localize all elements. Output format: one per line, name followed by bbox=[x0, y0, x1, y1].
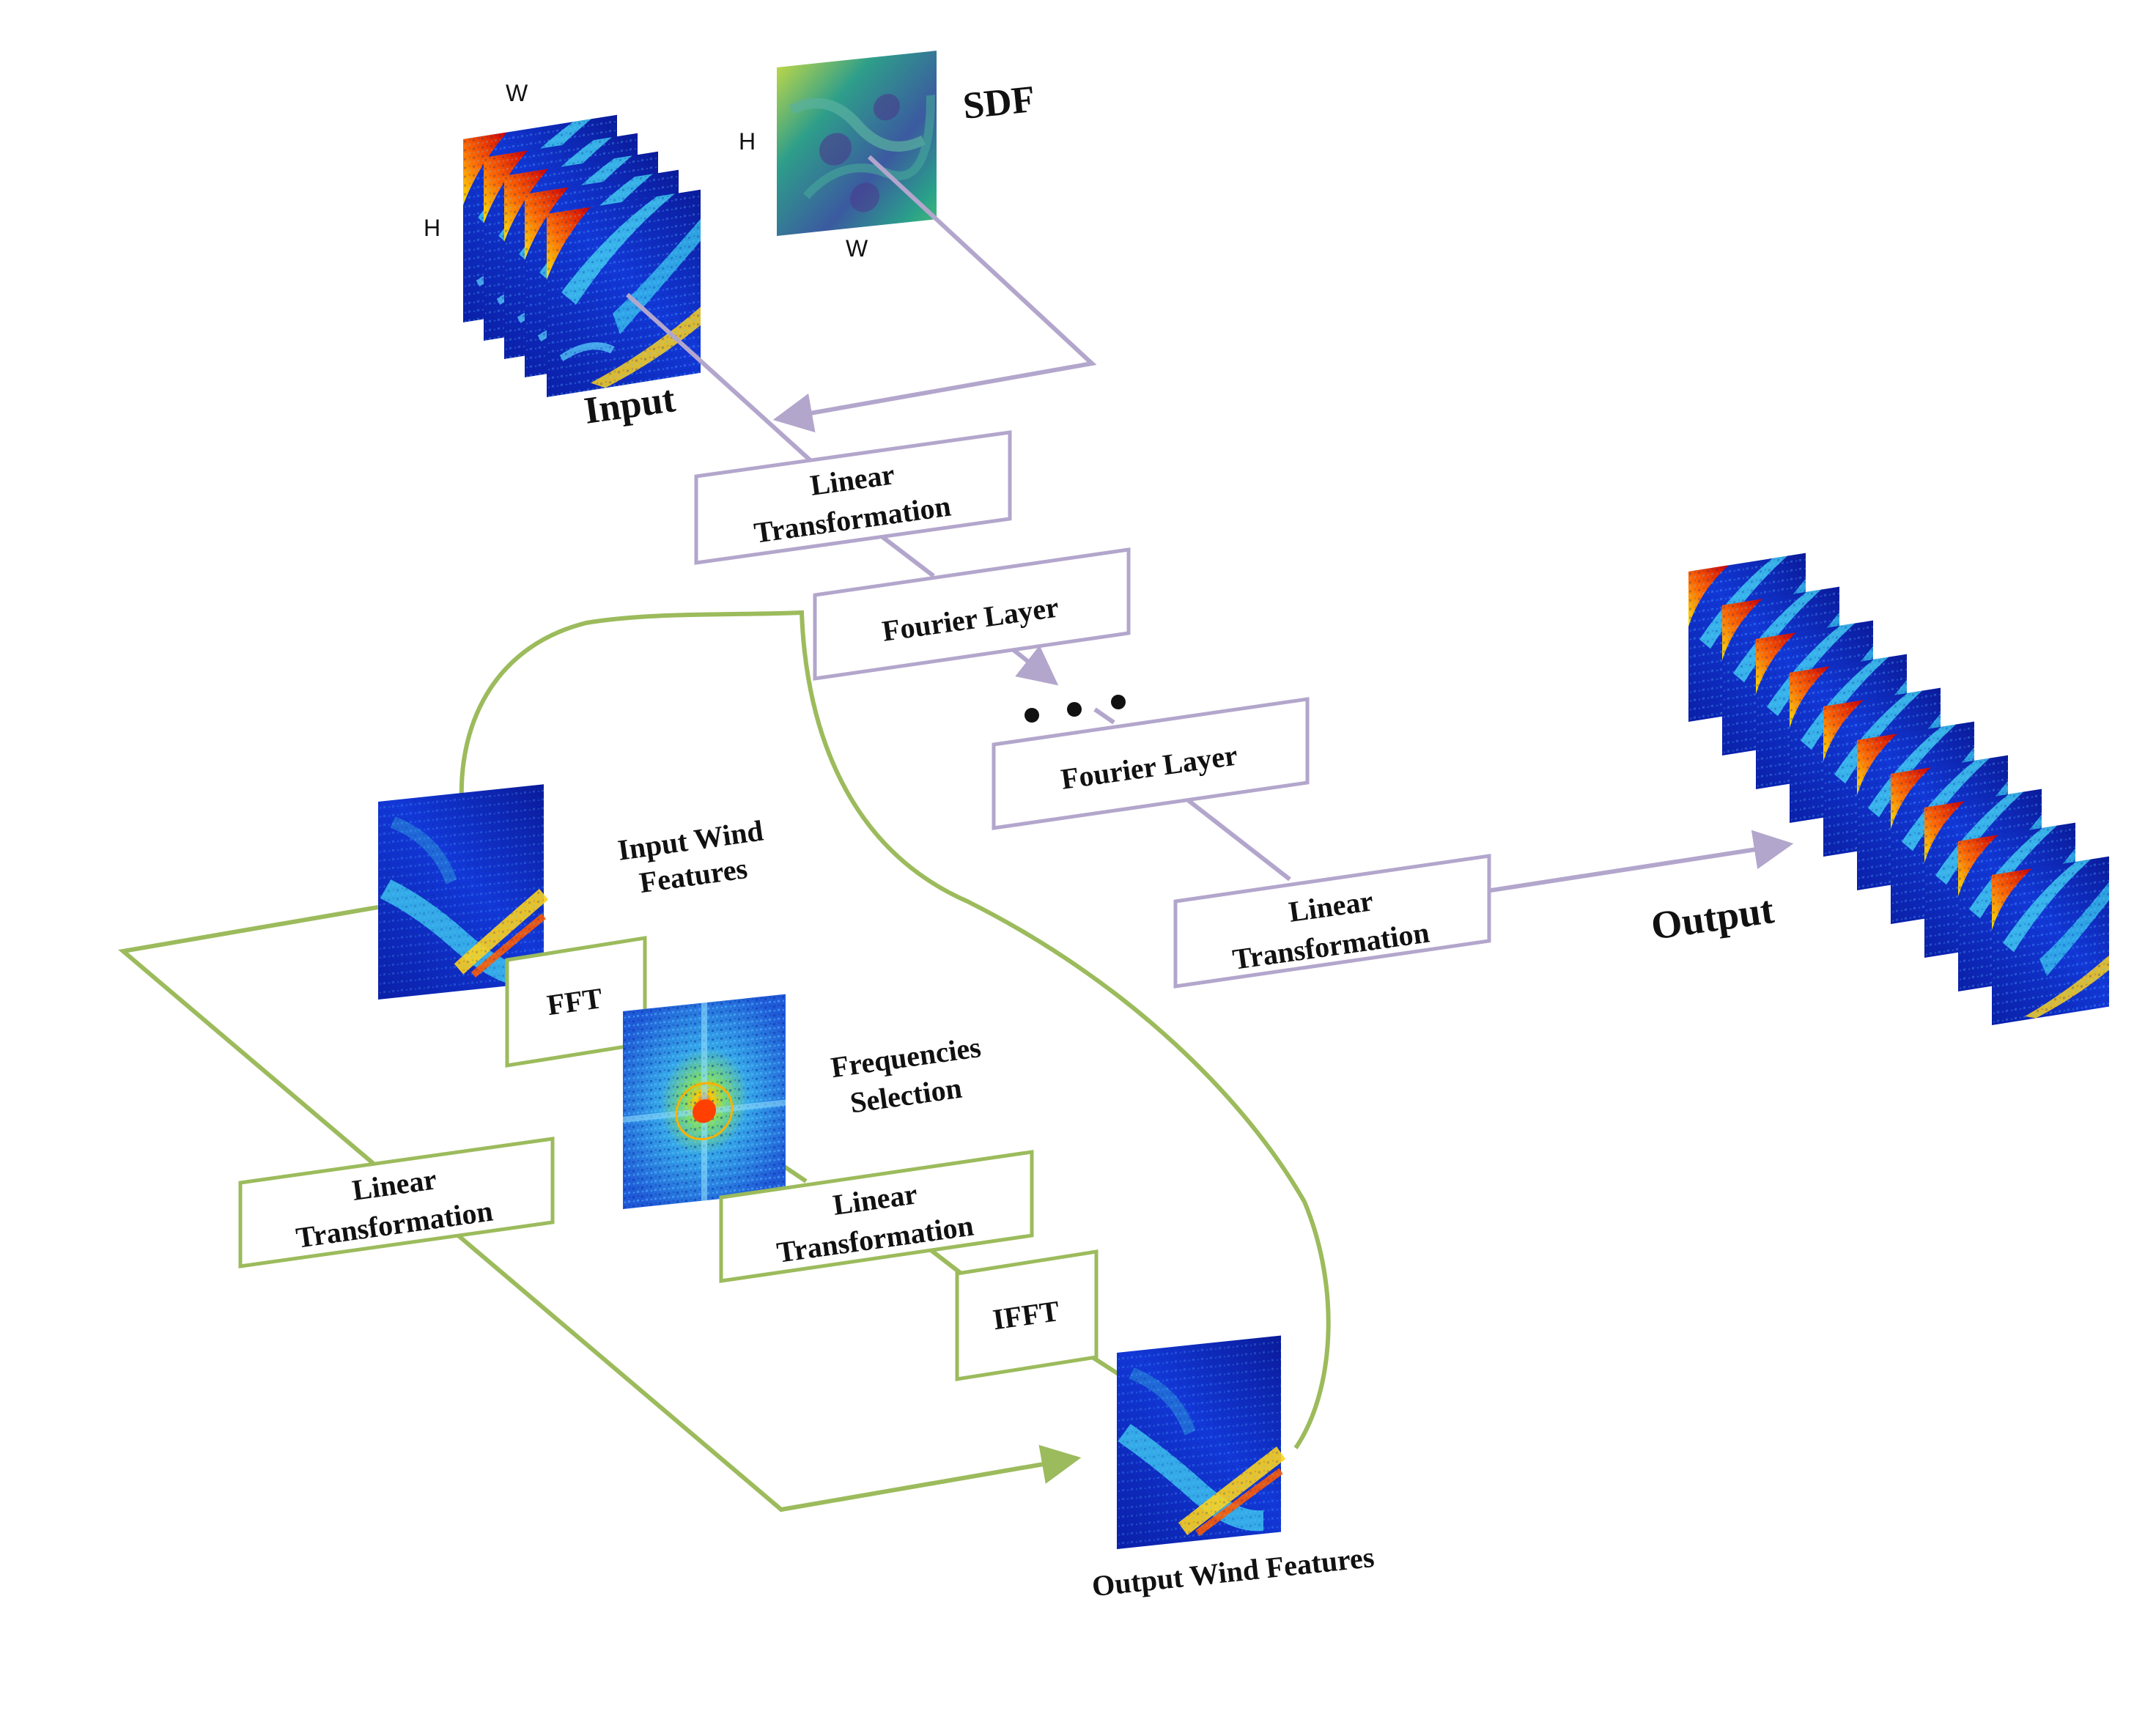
sdf-height-label: H bbox=[739, 128, 756, 155]
linear-transformation-box-1: Linear Transformation bbox=[694, 430, 1012, 565]
linear-transformation-box-3: Linear Transformation bbox=[238, 1137, 555, 1268]
output-label: Output bbox=[1648, 887, 1776, 948]
frequency-spectrum-image bbox=[623, 994, 786, 1209]
input-height-label: H bbox=[424, 215, 440, 241]
linear-transformation-box-2: Linear Transformation bbox=[1173, 854, 1491, 989]
sdf-label: SDF bbox=[961, 78, 1037, 128]
input-width-label: W bbox=[506, 80, 528, 106]
svg-text:FFT: FFT bbox=[545, 981, 605, 1022]
fourier-layer-box-1: Fourier Layer bbox=[813, 547, 1131, 681]
fourier-layer-box-2: Fourier Layer bbox=[992, 697, 1310, 830]
fourier-detail-outline bbox=[459, 610, 1331, 1449]
ifft-box: IFFT bbox=[955, 1249, 1099, 1381]
input-image-stack bbox=[463, 115, 701, 397]
ellipsis-dots bbox=[1025, 695, 1126, 723]
output-wind-features-image bbox=[1117, 1335, 1286, 1549]
sdf-image bbox=[777, 51, 937, 236]
linear-transformation-box-4: Linear Transformation bbox=[719, 1150, 1034, 1283]
input-wind-features-image bbox=[378, 784, 549, 1000]
output-image-stack bbox=[1688, 553, 2109, 1025]
output-wind-features-label: Output Wind Features bbox=[1090, 1540, 1376, 1603]
sdf-width-label: W bbox=[846, 235, 868, 262]
